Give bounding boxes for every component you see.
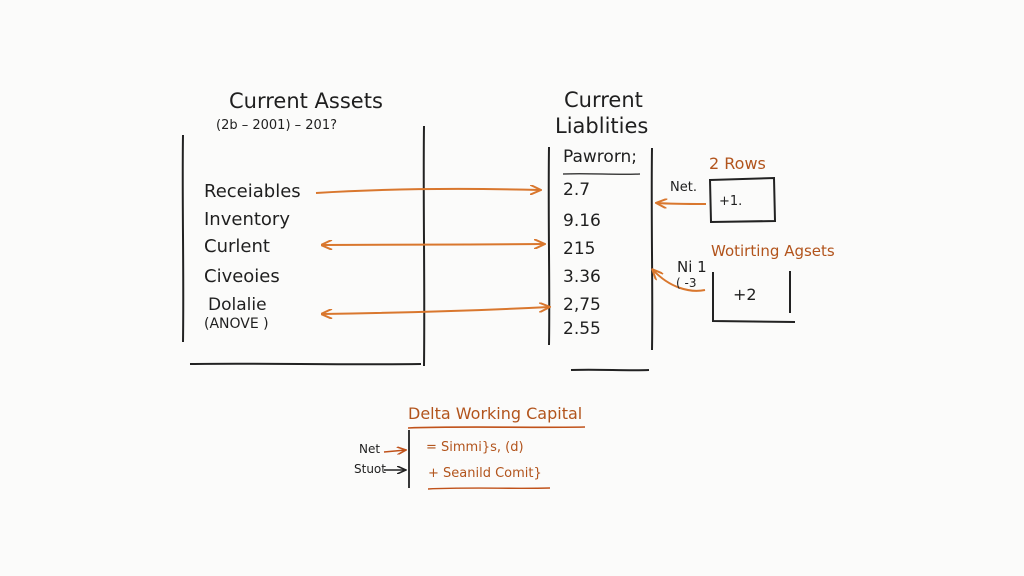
liability-value-2: 9.16 bbox=[563, 211, 601, 231]
arrow-net-formula bbox=[383, 450, 406, 452]
right-panel-title-line1: Current bbox=[564, 88, 643, 112]
formula-title: Delta Working Capital bbox=[408, 404, 583, 423]
asset-row-current: Curlent bbox=[204, 236, 270, 257]
header-underline bbox=[562, 173, 641, 175]
box-2-value: +2 bbox=[733, 285, 757, 304]
asset-row-anove: (ANOVE ) bbox=[204, 316, 269, 332]
rows-label-text: 2 Rows bbox=[709, 154, 766, 173]
working-assets-label: Wotirting Agsets bbox=[711, 242, 835, 260]
liability-value-5: 2,75 bbox=[563, 295, 601, 315]
box-2-outline bbox=[712, 272, 796, 323]
formula-stuot-label: Stuot bbox=[354, 462, 386, 476]
formula-line-2: + Seanild Comit} bbox=[428, 466, 542, 481]
liability-value-4: 3.36 bbox=[563, 267, 601, 287]
asset-row-civeoies: Civeoies bbox=[204, 266, 280, 287]
left-panel-border-left bbox=[181, 134, 185, 343]
paren-label: ( -3 bbox=[676, 276, 697, 290]
arrow-working-assets bbox=[653, 270, 706, 292]
left-panel-divider bbox=[422, 125, 426, 367]
line2-underline bbox=[427, 487, 551, 490]
net-label: Net. bbox=[670, 180, 697, 195]
left-panel-underline bbox=[189, 362, 422, 366]
arrow-receivables bbox=[315, 189, 540, 193]
arrow-dolalie bbox=[322, 307, 549, 314]
ni-label: Ni 1 bbox=[677, 258, 707, 276]
formula-title-underline bbox=[407, 426, 586, 429]
right-panel-underline bbox=[570, 368, 650, 372]
left-panel-title: Current Assets bbox=[229, 89, 383, 113]
liability-value-6: 2.55 bbox=[563, 319, 601, 339]
right-panel-title-line2: Liablities bbox=[555, 114, 649, 138]
asset-row-inventory: Inventory bbox=[204, 209, 290, 230]
right-panel-header: Pawrorn; bbox=[563, 147, 638, 167]
arrow-current bbox=[322, 244, 544, 245]
arrow-net bbox=[657, 203, 707, 204]
asset-row-dolalie: Dolalie bbox=[208, 295, 267, 315]
liability-value-1: 2.7 bbox=[563, 180, 591, 200]
left-panel-subtitle: (2b – 2001) – 201? bbox=[216, 118, 337, 133]
formula-line-1: = Simmi}s, (d) bbox=[426, 440, 524, 455]
box-1-outline bbox=[708, 176, 777, 224]
box-1-value: +1. bbox=[719, 194, 743, 209]
rows-count-label: 2 Rows bbox=[709, 154, 766, 173]
liability-value-3: 215 bbox=[563, 239, 596, 259]
asset-row-receivables: Receiables bbox=[204, 181, 301, 202]
right-panel-border-right bbox=[650, 147, 654, 351]
right-panel-border-left bbox=[547, 146, 551, 346]
formula-net-label: Net bbox=[359, 442, 381, 456]
